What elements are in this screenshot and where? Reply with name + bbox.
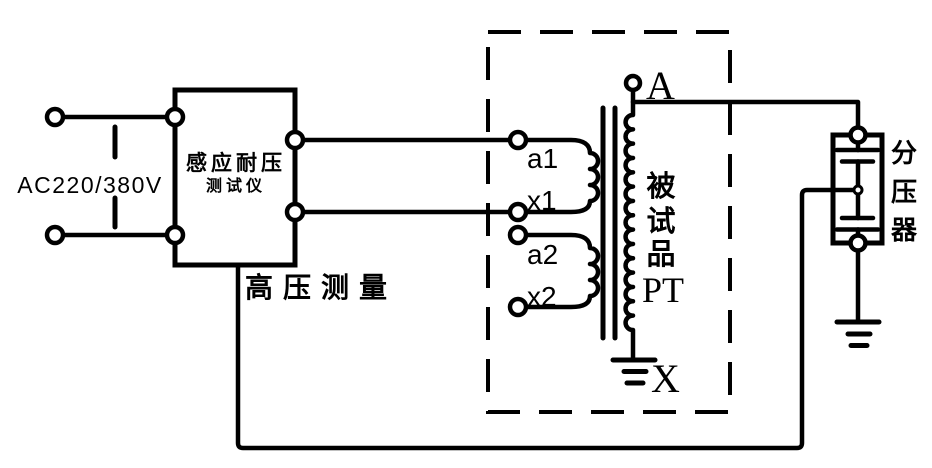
tester-input-terminal-top — [164, 106, 186, 128]
tester-name-line2: 测试仪 — [206, 176, 266, 195]
pt-terminal-a1 — [507, 129, 529, 151]
pt-terminal-A — [623, 73, 643, 93]
ac-terminal-top — [44, 106, 66, 128]
terminals — [44, 73, 868, 318]
wire-a-to-divider — [630, 99, 861, 138]
divider-name-char2: 压 — [891, 177, 917, 207]
dut-name-pt: PT — [642, 270, 684, 310]
measure-return-wire — [235, 187, 858, 451]
pt-ground-symbol — [610, 357, 658, 386]
label-terminal-A: A — [646, 63, 675, 108]
label-x2: x2 — [527, 281, 557, 312]
divider-tap-terminal — [852, 184, 864, 196]
label-x1: x1 — [527, 185, 557, 216]
pt-transformer — [515, 87, 658, 386]
pt-terminal-x2 — [507, 296, 529, 318]
tester-unit — [172, 87, 298, 268]
dut-dashed-enclosure — [486, 30, 732, 414]
tester-output-wiring — [292, 137, 521, 215]
dashed-boundary-box — [486, 30, 732, 414]
hv-measure-label: 高压测量 — [245, 272, 397, 303]
tester-output-terminal-top — [284, 129, 306, 151]
tester-input-terminal-bottom — [164, 224, 186, 246]
label-a1: a1 — [527, 143, 558, 174]
tester-box — [172, 87, 298, 268]
pt-terminal-a2 — [507, 224, 529, 246]
dut-name-char1: 被 — [646, 170, 675, 203]
pt-winding-a2x2 — [515, 232, 601, 310]
divider-terminal-top — [848, 125, 868, 145]
pt-winding-a1x1 — [515, 137, 601, 215]
pt-hv-winding — [623, 87, 636, 361]
divider-ground-symbol — [834, 319, 882, 348]
ac-terminal-bottom — [44, 224, 66, 246]
hv-measure-wiring — [235, 187, 858, 451]
ac-source-label: AC220/380V — [17, 172, 162, 198]
tester-output-terminal-bottom — [284, 201, 306, 223]
dut-name-char3: 品 — [646, 239, 675, 271]
divider-terminal-bottom — [848, 233, 868, 253]
divider-name-char1: 分 — [891, 138, 917, 168]
divider-name-char3: 器 — [890, 215, 918, 245]
dut-name-char2: 试 — [646, 205, 675, 238]
tester-name-line1: 感应耐压 — [186, 151, 286, 175]
ac-input-wiring — [52, 114, 178, 238]
label-terminal-X: X — [651, 356, 680, 401]
labels: AC220/380V 感应耐压 测试仪 高压测量 a1 x1 a2 x2 A X… — [17, 63, 918, 401]
hv-output-wiring — [630, 99, 861, 138]
label-a2: a2 — [527, 239, 558, 270]
pt-terminal-x1 — [507, 201, 529, 223]
